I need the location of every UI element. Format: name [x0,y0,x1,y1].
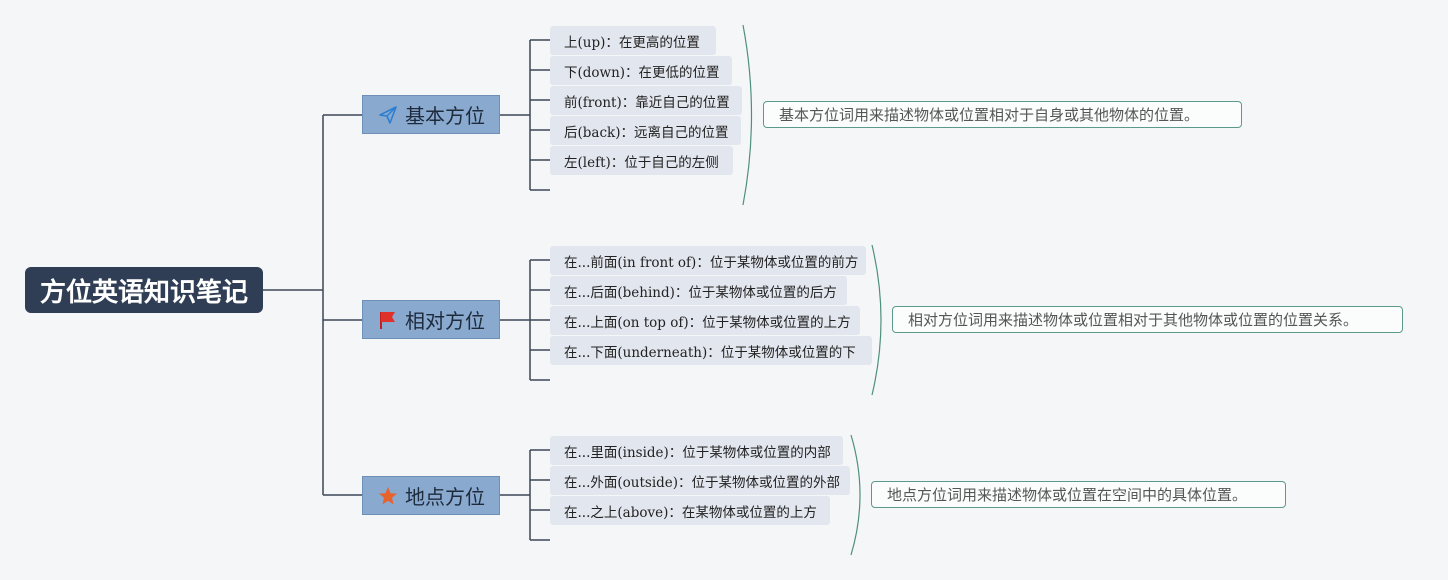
leaf-text: 在...前面(in front of)：位于某物体或位置的前方 [564,254,859,271]
leaf-topic[interactable]: 左(left)：位于自己的左侧 [550,146,733,175]
leaf-topic[interactable]: 在...下面(underneath)：位于某物体或位置的下 [550,336,872,365]
root-title: 方位英语知识笔记 [39,277,248,308]
summary-text: 相对方位词用来描述物体或位置相对于其他物体或位置的位置关系。 [908,311,1359,329]
orange-star-icon [377,485,399,507]
leaf-topic[interactable]: 在...之上(above)：在某物体或位置的上方 [550,496,830,525]
branch-topic-relative-direction[interactable]: 相对方位 [362,300,500,339]
leaf-text: 在...后面(behind)：位于某物体或位置的后方 [564,284,837,301]
leaf-topic[interactable]: 下(down)：在更低的位置 [550,56,732,85]
leaf-topic[interactable]: 在...上面(on top of)：位于某物体或位置的上方 [550,306,860,335]
leaf-topic[interactable]: 在...里面(inside)：位于某物体或位置的内部 [550,436,843,465]
branch-topic-basic-direction[interactable]: 基本方位 [362,95,500,134]
leaf-text: 在...之上(above)：在某物体或位置的上方 [564,504,817,521]
leaf-text: 下(down)：在更低的位置 [564,64,720,81]
leaf-text: 在...上面(on top of)：位于某物体或位置的上方 [564,314,851,331]
summary-note-1[interactable]: 基本方位词用来描述物体或位置相对于自身或其他物体的位置。 [763,101,1242,128]
leaf-topic[interactable]: 前(front)：靠近自己的位置 [550,86,742,115]
paper-plane-icon [377,104,399,126]
summary-brace-1 [742,24,753,206]
leaf-text: 前(front)：靠近自己的位置 [564,94,730,111]
leaf-text: 在...里面(inside)：位于某物体或位置的内部 [564,444,831,461]
leaf-topic[interactable]: 在...前面(in front of)：位于某物体或位置的前方 [550,246,866,275]
leaf-topic[interactable]: 后(back)：远离自己的位置 [550,116,741,145]
summary-note-3[interactable]: 地点方位词用来描述物体或位置在空间中的具体位置。 [871,481,1286,508]
branch-title: 相对方位 [405,309,485,333]
summary-brace-3 [850,434,861,556]
summary-text: 地点方位词用来描述物体或位置在空间中的具体位置。 [887,486,1248,504]
branch-topic-location-direction[interactable]: 地点方位 [362,476,500,515]
branch-title: 地点方位 [405,485,485,509]
leaf-text: 在...外面(outside)：位于某物体或位置的外部 [564,474,841,491]
leaf-text: 左(left)：位于自己的左侧 [564,154,719,171]
branch-title: 基本方位 [405,104,485,128]
leaf-text: 后(back)：远离自己的位置 [564,124,729,141]
leaf-topic[interactable]: 在...后面(behind)：位于某物体或位置的后方 [550,276,847,305]
summary-brace-2 [871,244,882,396]
leaf-text: 上(up)：在更高的位置 [564,34,700,51]
summary-text: 基本方位词用来描述物体或位置相对于自身或其他物体的位置。 [779,106,1200,124]
summary-note-2[interactable]: 相对方位词用来描述物体或位置相对于其他物体或位置的位置关系。 [892,306,1403,333]
leaf-topic[interactable]: 在...外面(outside)：位于某物体或位置的外部 [550,466,850,495]
root-topic[interactable]: 方位英语知识笔记 [25,267,263,313]
leaf-text: 在...下面(underneath)：位于某物体或位置的下 [564,344,856,361]
leaf-topic[interactable]: 上(up)：在更高的位置 [550,26,716,55]
red-flag-icon [377,309,399,331]
